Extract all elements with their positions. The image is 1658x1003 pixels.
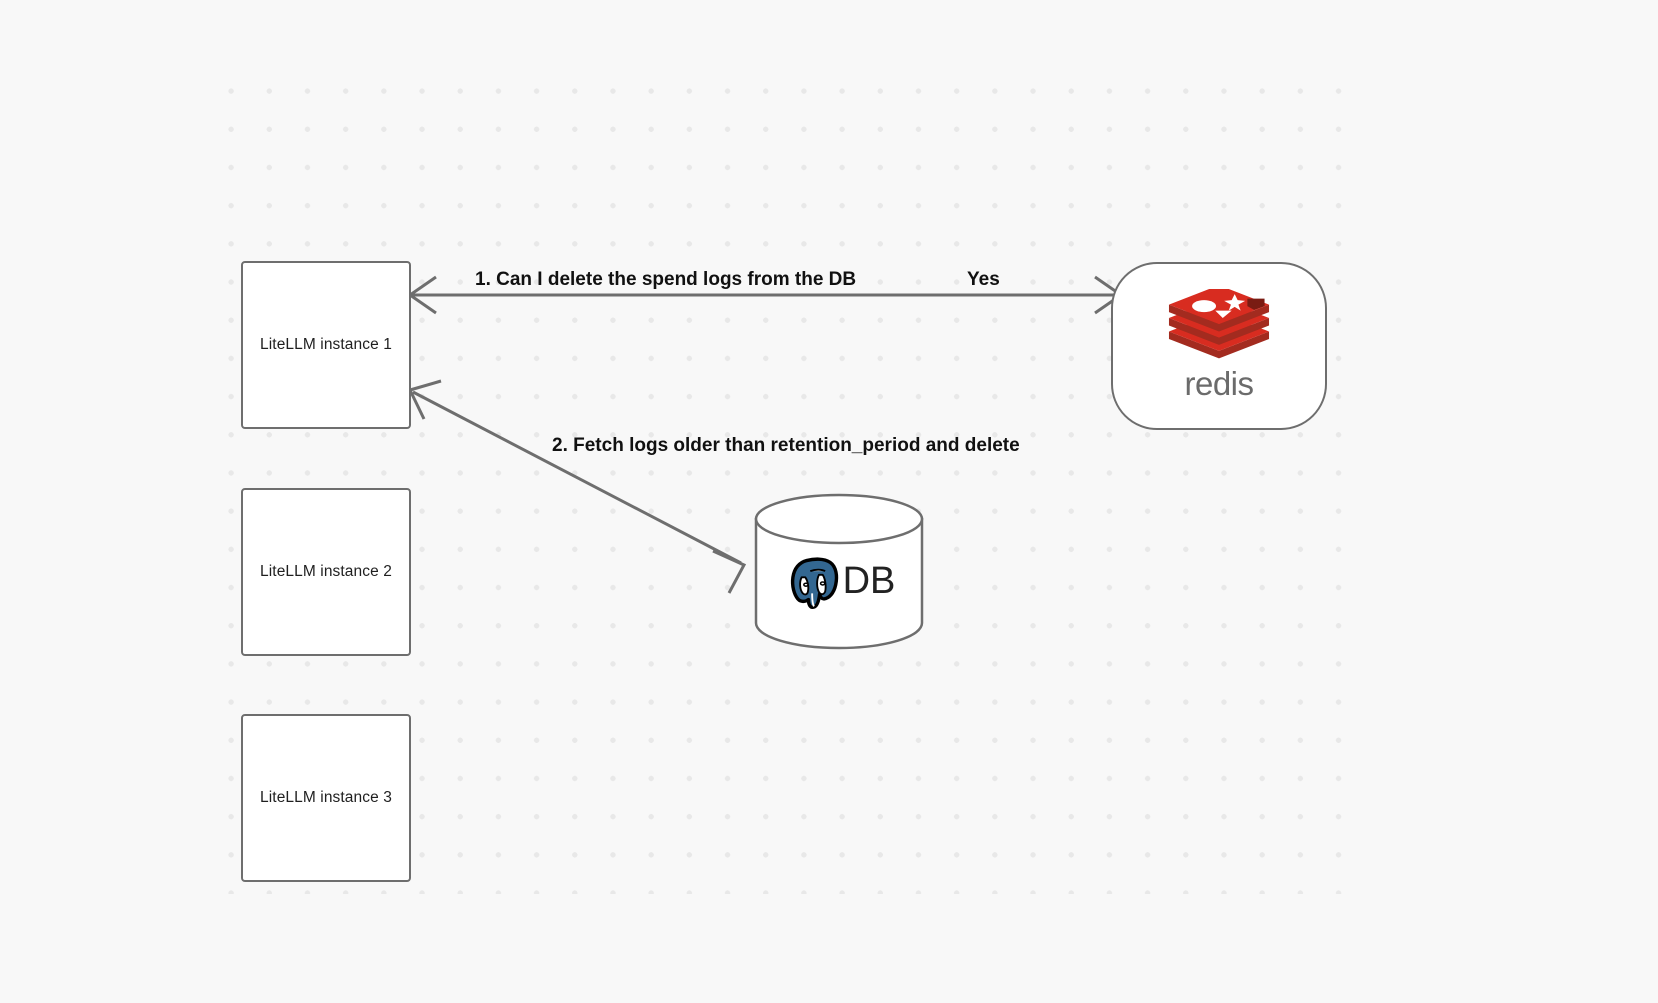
- node-litellm-instance-3[interactable]: LiteLLM instance 3: [241, 714, 411, 882]
- node-label: LiteLLM instance 3: [260, 789, 392, 806]
- redis-wordmark: redis: [1184, 367, 1254, 402]
- redis-logo-icon: [1168, 289, 1270, 359]
- edge-2-arrowhead-upleft: [407, 379, 442, 420]
- postgresql-elephant-icon: [790, 557, 838, 609]
- node-database[interactable]: DB: [753, 492, 925, 650]
- node-label: LiteLLM instance 1: [260, 336, 392, 353]
- edge-1-arrowhead-left: [407, 275, 437, 315]
- edge-2-line: [412, 390, 742, 565]
- cylinder-shape: [754, 493, 924, 650]
- svg-text:redis: redis: [1184, 367, 1253, 402]
- edge-1-label: 1. Can I delete the spend logs from the …: [475, 269, 857, 290]
- node-label: LiteLLM instance 2: [260, 563, 392, 580]
- edge-1-reply-label: Yes: [967, 269, 1000, 290]
- node-redis[interactable]: redis: [1111, 262, 1327, 430]
- edge-2-label: 2. Fetch logs older than retention_perio…: [552, 435, 1020, 456]
- node-litellm-instance-2[interactable]: LiteLLM instance 2: [241, 488, 411, 656]
- node-litellm-instance-1[interactable]: LiteLLM instance 1: [241, 261, 411, 429]
- db-label: DB: [842, 560, 896, 602]
- edge-2-arrowhead-downright: [712, 549, 747, 594]
- db-logo-row: DB: [753, 536, 925, 626]
